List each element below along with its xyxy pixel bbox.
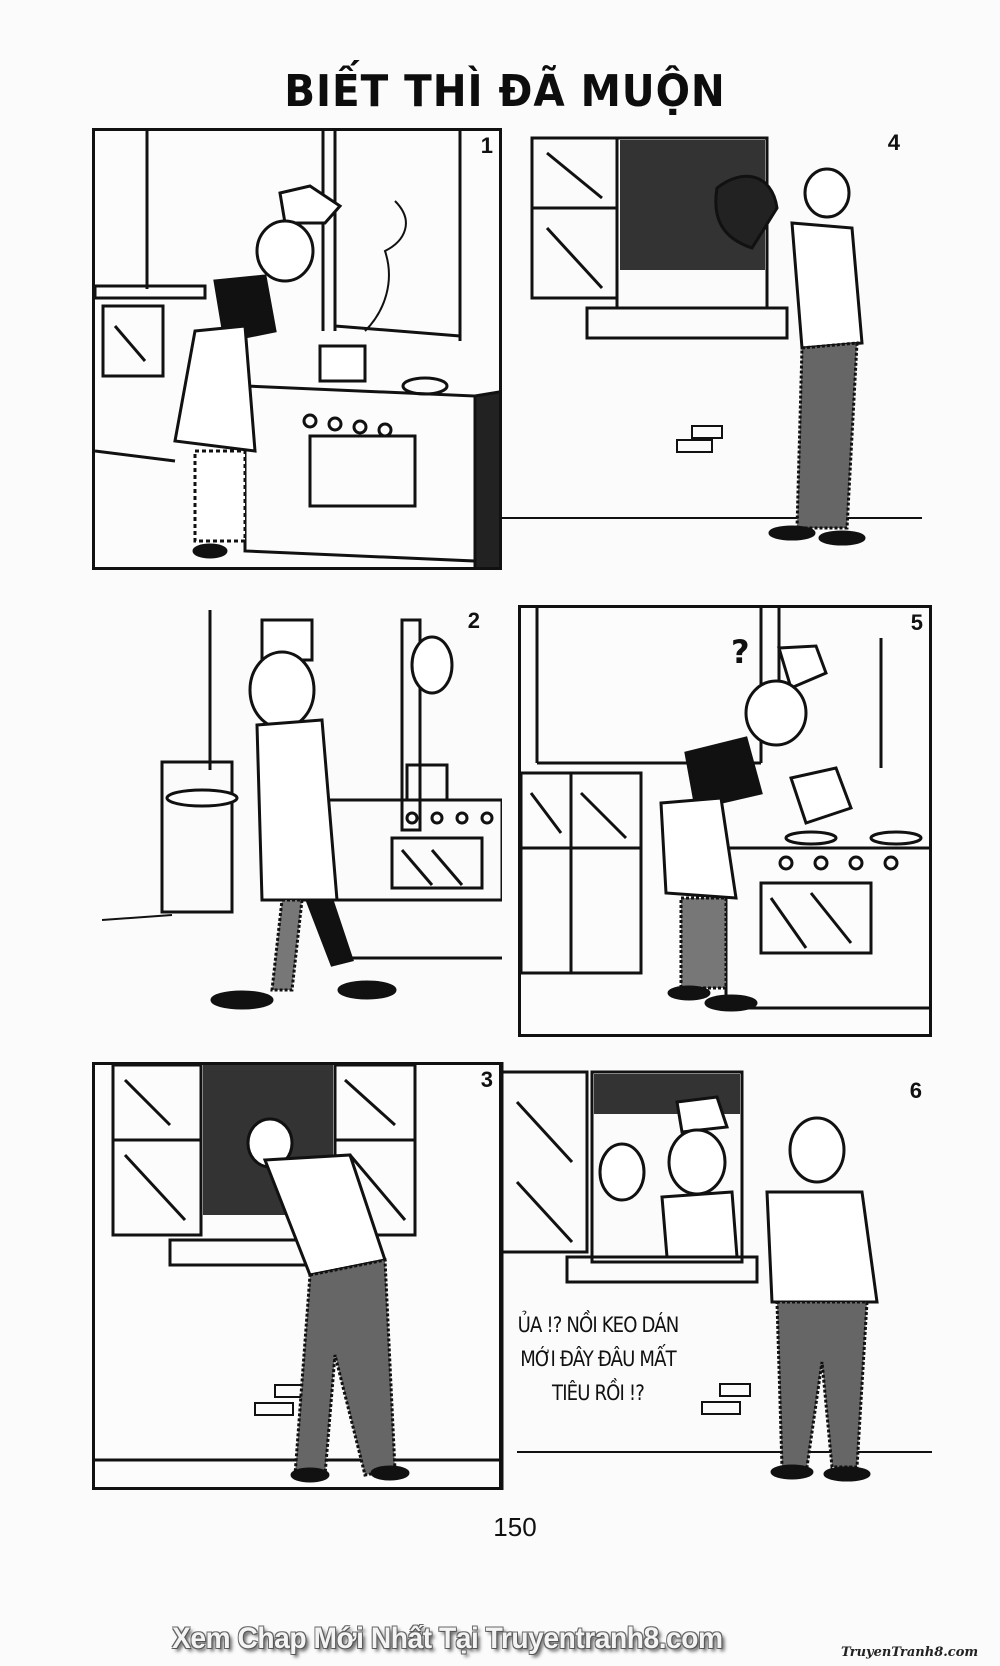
panel-number: 6 — [909, 1078, 922, 1103]
panel-number: 2 — [467, 608, 480, 633]
watermark-link[interactable]: Xem Chap Mới Nhất Tại Truyentranh8.com — [172, 1622, 723, 1655]
panel-1: 1 — [92, 128, 502, 570]
neighbor-reaching-illustration — [95, 1065, 499, 1483]
panel-5: ? 5 — [518, 605, 932, 1037]
panel-number: 4 — [887, 130, 900, 155]
speech-line: MỚI ĐÂY ĐÂU MẤT — [520, 1347, 676, 1371]
svg-text:?: ? — [731, 633, 750, 671]
window-scene-illustration — [502, 136, 922, 546]
speech-line: ỦA !? NỒI KEO DÁN — [517, 1313, 680, 1337]
speech-text: ỦA !? NỒI KEO DÁN MỚI ĐÂY ĐÂU MẤT TIÊU R… — [512, 1308, 684, 1410]
page-title: BIẾT THÌ ĐÃ MUỘN — [284, 66, 726, 117]
panel-number: 5 — [910, 610, 923, 635]
panel-number: 1 — [480, 133, 493, 158]
chef-walking-illustration — [102, 610, 502, 1010]
site-logo: TruyenTranh8.com — [841, 1645, 979, 1660]
speech-line: TIÊU RỒI !? — [552, 1381, 645, 1405]
kitchen-scene-illustration — [95, 131, 499, 567]
panel-4: 4 — [502, 128, 922, 570]
panel-3: 3 — [92, 1062, 502, 1490]
panel-number: 3 — [480, 1067, 493, 1092]
panel-2: 2 — [102, 600, 502, 1030]
neighbor-startled-illustration — [502, 1062, 932, 1490]
page-number: 150 — [493, 1512, 537, 1542]
panel-6: 6 — [502, 1062, 932, 1490]
chef-confused-illustration: ? — [521, 608, 929, 1012]
